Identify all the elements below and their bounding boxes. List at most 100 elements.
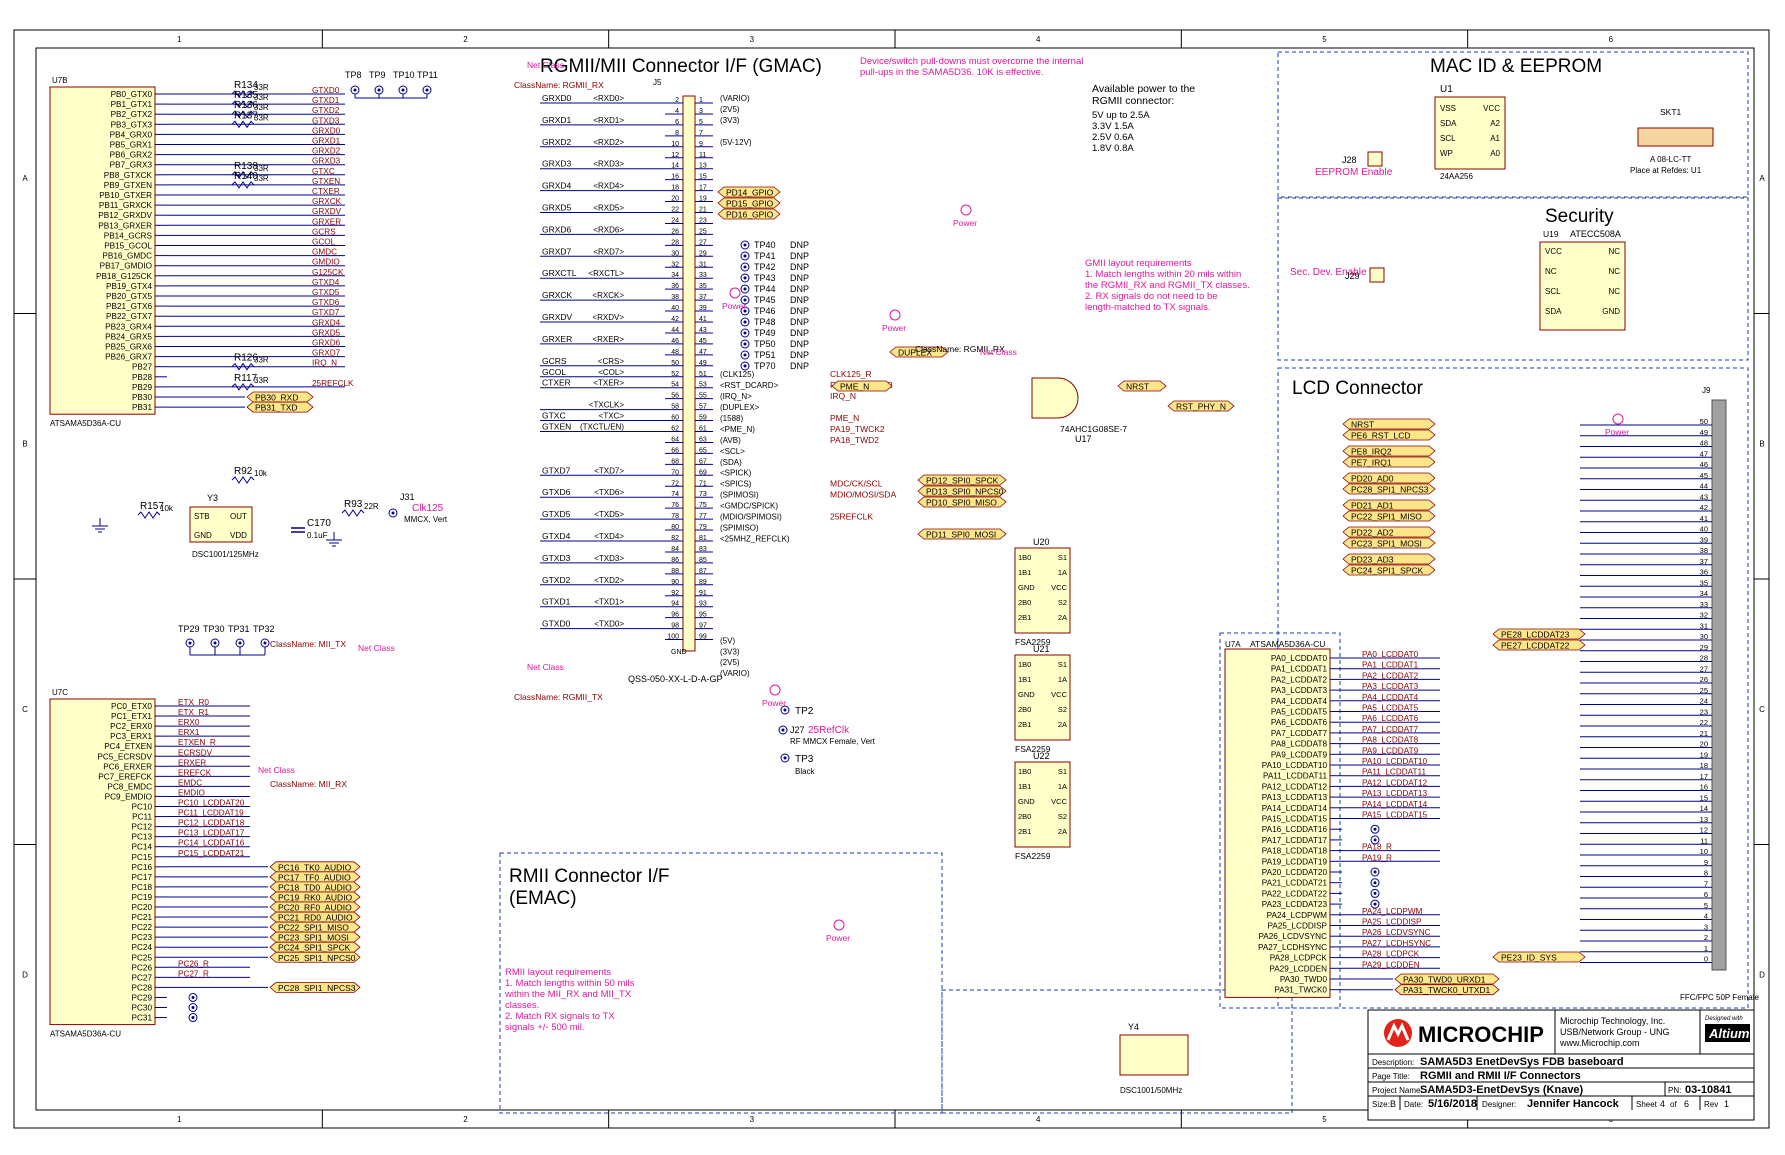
u7b-port-30: PB30_RXD [246,391,314,403]
u7b-r117-ref: R117 [234,373,258,384]
j5-pin-num-right: 83 [699,546,707,553]
grid-col-top-3: 3 [750,35,755,44]
lcd-port-dat22-shape [1492,639,1586,651]
u7b-net-label: GRXER [312,217,341,226]
j9-pin-num: 29 [1700,643,1708,652]
u7c-port-23: PC23_SPI1_MOSI [269,931,361,943]
j28-body [1367,151,1383,167]
u7b-pin-label: PB5_GRX1 [110,141,153,150]
j5-pin-num-left: 86 [671,557,679,564]
spi0-mosi-port-shape [917,528,1007,540]
j5-left-sig: <TXD2> [594,576,624,585]
u7b-r117-value: 33R [254,376,269,385]
j5-left-net: GRXD0 [542,93,572,103]
y4-ref: Y4 [1128,1022,1139,1032]
u7c-port-25-text: PC25_SPI1_NPCS0 [278,953,356,963]
u7b-pin-label: PB10_GTXER [99,191,152,200]
j9-pin-num: 17 [1700,772,1708,781]
j9-pin-num: 40 [1700,525,1708,534]
r92-ref: R92 [234,466,253,477]
j5-left-net: GTXC [542,411,566,421]
j5-right-sig: (3V3) [720,116,740,125]
j5-left-sig: <TXD3> [594,554,624,563]
spi0-port-1-shape [917,485,1007,497]
j9-pin-num: 9 [1704,858,1708,867]
lcd-port-4: PD20_AD0 [1342,472,1436,484]
j5-tp-dnp: DNP [790,295,809,305]
j5-pin-num-right: 91 [699,590,707,597]
j5-pin-num-left: 44 [671,327,679,334]
j5-pin-num-right: 67 [699,458,707,465]
j9-pin-num: 25 [1700,686,1708,695]
lcd-port-8-text: PD22_AD2 [1351,528,1394,538]
spi0-port-0-text: PD12_SPI0_SPCK [926,476,999,486]
j9-pin-num: 6 [1704,890,1708,899]
u1-pin-left: WP [1440,149,1453,158]
power-marker-3 [960,204,972,216]
j5-tp-7-dot [743,320,747,324]
grid-col-top-5: 5 [1322,35,1327,44]
skt1-ref: SKT1 [1660,107,1682,117]
y3-pin-vdd: VDD [230,531,247,540]
lcd-port-7-text: PC22_SPI1_MISO [1351,512,1422,522]
note-pulldown-line: pull-ups in the SAMA5D36. 10K is effecti… [860,67,1044,78]
gpio-port-1-shape [717,197,781,209]
u7c-port-16-text: PC16_TK0_AUDIO [278,862,352,872]
j5-pin-num-left: 12 [671,152,679,159]
u7b-r138-value: 33R [254,164,269,173]
lcd-port-4-shape [1342,472,1436,484]
u7c-pin-label: PC24 [132,943,153,952]
note-gmii-line: 2. RX signals do not need to be [1085,291,1218,302]
altium-logo [1705,1024,1750,1042]
u7b-net-label: GTXD3 [312,116,340,125]
j5-pin-num-right: 59 [699,415,707,422]
u7a-net-label: PA6_LCDDAT6 [1362,714,1419,723]
lcd-port-5-shape [1342,483,1436,495]
u7c-port-24: PC24_SPI1_SPCK [269,941,361,953]
u7a-pin-label: PA26_LCDVSYNC [1258,932,1327,941]
u7c-pin-label: PC27 [132,973,153,982]
j5-pin-num-right: 15 [699,174,707,181]
tb-pn: 03-10841 [1685,1084,1732,1096]
note-power-title: RGMII connector: [1092,95,1174,107]
rmii-box [499,852,943,1114]
u7a-port-30: PA30_TWD0_URXD1 [1394,973,1500,985]
j5-tp-dnp: DNP [790,361,809,371]
power-marker-4 [833,919,845,931]
j5-pin-num-left: 90 [671,579,679,586]
tp-mid-label-1: TP30 [203,624,225,634]
note-power-row: 1.8V 0.8A [1092,143,1134,154]
u7c-pin-label: PC12 [132,823,153,832]
u7c-pin-label: PC28 [132,983,153,992]
lcd-port-11: PC24_SPI1_SPCK [1342,564,1436,576]
u20-pin-left: 1B1 [1018,568,1031,577]
u7b-r135-zigzag [231,100,255,109]
u7b-pin-label: PB8_GTXCK [104,171,153,180]
skt1-part: A 08-LC-TT [1650,155,1691,164]
duplex-port: DUPLEX [889,346,949,358]
u1-pin-right: A0 [1490,149,1500,158]
net-class-label-3: Net Class [258,765,295,775]
power-marker-label-2: Power [762,698,786,708]
u21-pin-right: S1 [1058,660,1067,669]
u7b-pin-label: PB25_GRX6 [105,343,152,352]
u7a-box [1219,632,1341,1009]
j5-right-sig: <PME_N) [720,425,755,434]
j9-pin-num: 50 [1700,417,1708,426]
spi0-port-0: PD12_SPI0_SPCK [917,474,1007,486]
j5-pin-num-left: 22 [671,207,679,214]
j5-left-net: GTXD4 [542,531,571,541]
u7a-tp-16-dot [1373,827,1377,831]
gpio-port-1-text: PD15_GPIO [726,199,774,209]
u7b-pin-label: PB26_GRX7 [105,353,152,362]
j9-pin-num: 32 [1700,611,1708,620]
tb-description: SAMA5D3 EnetDevSys FDB baseboard [1420,1056,1624,1068]
r92-zigzag [231,476,255,484]
note-gmii-line: 1. Match lengths within 20 mils within [1085,269,1241,280]
y3-body [189,506,253,543]
net-class-label-4: Net Class [980,347,1017,357]
tp-top-0-dot [353,88,357,92]
tb-pn-label: PN: [1668,1086,1681,1095]
